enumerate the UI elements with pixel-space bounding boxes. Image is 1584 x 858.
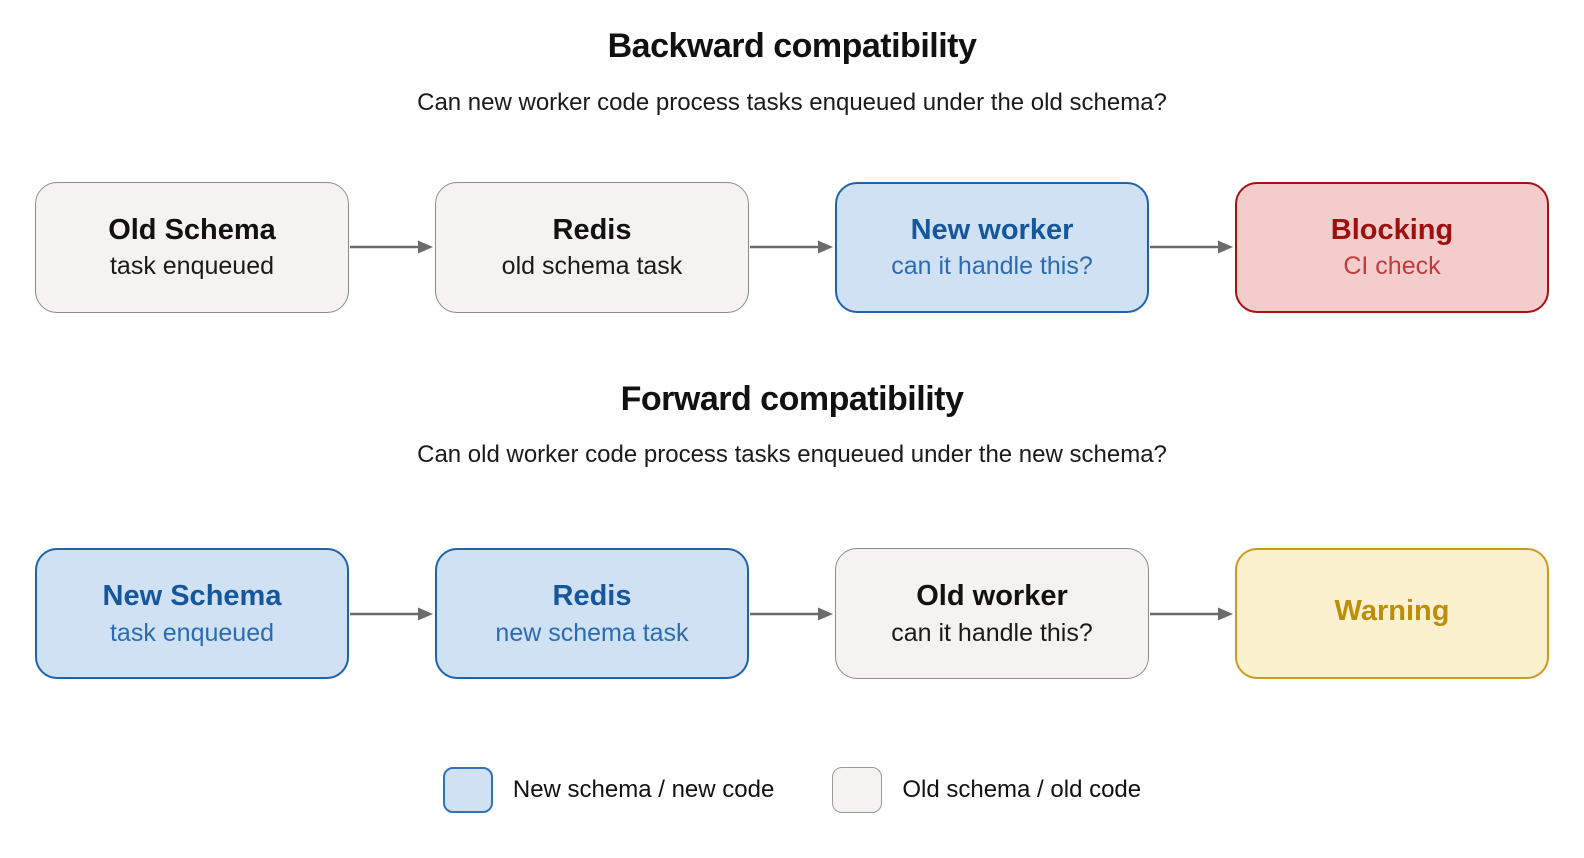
node-new-schema: New Schema task enqueued [35, 548, 349, 680]
node-subtitle: CI check [1343, 252, 1441, 281]
node-warning: Warning [1235, 548, 1549, 680]
node-subtitle: new schema task [495, 619, 689, 648]
arrow-right-icon [349, 605, 435, 623]
node-subtitle: task enqueued [109, 619, 275, 648]
section-backward-compatibility: Backward compatibility Can new worker co… [0, 26, 1584, 313]
forward-title: Forward compatibility [620, 379, 964, 418]
node-title: New worker [910, 213, 1074, 246]
arrow-right-icon [1149, 605, 1235, 623]
node-subtitle: can it handle this? [891, 619, 1093, 648]
node-old-schema: Old Schema task enqueued [35, 181, 349, 313]
node-title: New Schema [102, 580, 282, 613]
node-title: Redis [552, 213, 632, 246]
node-redis-old: Redis old schema task [435, 181, 749, 313]
arrow-right-icon [749, 238, 835, 256]
backward-title: Backward compatibility [607, 27, 977, 65]
arrow-right-icon [1149, 238, 1235, 256]
node-title: Old worker [916, 580, 1068, 613]
node-title: Blocking [1330, 213, 1454, 246]
node-title: Old Schema [108, 213, 276, 246]
forward-flow-row: New Schema task enqueued Redis new schem… [0, 548, 1584, 680]
legend-item-old: Old schema / old code [832, 767, 1142, 814]
node-subtitle: can it handle this? [891, 252, 1093, 281]
node-old-worker: Old worker can it handle this? [835, 548, 1149, 680]
node-title: Warning [1334, 595, 1450, 628]
node-new-worker: New worker can it handle this? [835, 181, 1149, 313]
arrow-right-icon [749, 605, 835, 623]
node-redis-new: Redis new schema task [435, 548, 749, 680]
backward-subtitle: Can new worker code process tasks enqueu… [417, 88, 1167, 116]
forward-subtitle: Can old worker code process tasks enqueu… [417, 441, 1167, 469]
legend-label: Old schema / old code [902, 775, 1142, 803]
legend-swatch-old-icon [832, 767, 883, 814]
node-blocking: Blocking CI check [1235, 181, 1549, 313]
legend-item-new: New schema / new code [442, 767, 775, 814]
section-forward-compatibility: Forward compatibility Can old worker cod… [0, 379, 1584, 680]
node-subtitle: old schema task [501, 252, 683, 281]
arrow-right-icon [349, 238, 435, 256]
legend: New schema / new code Old schema / old c… [0, 767, 1584, 814]
legend-label: New schema / new code [512, 775, 775, 803]
node-title: Redis [552, 580, 632, 613]
node-subtitle: task enqueued [109, 252, 275, 281]
legend-swatch-new-icon [442, 767, 493, 814]
backward-flow-row: Old Schema task enqueued Redis old schem… [0, 181, 1584, 313]
